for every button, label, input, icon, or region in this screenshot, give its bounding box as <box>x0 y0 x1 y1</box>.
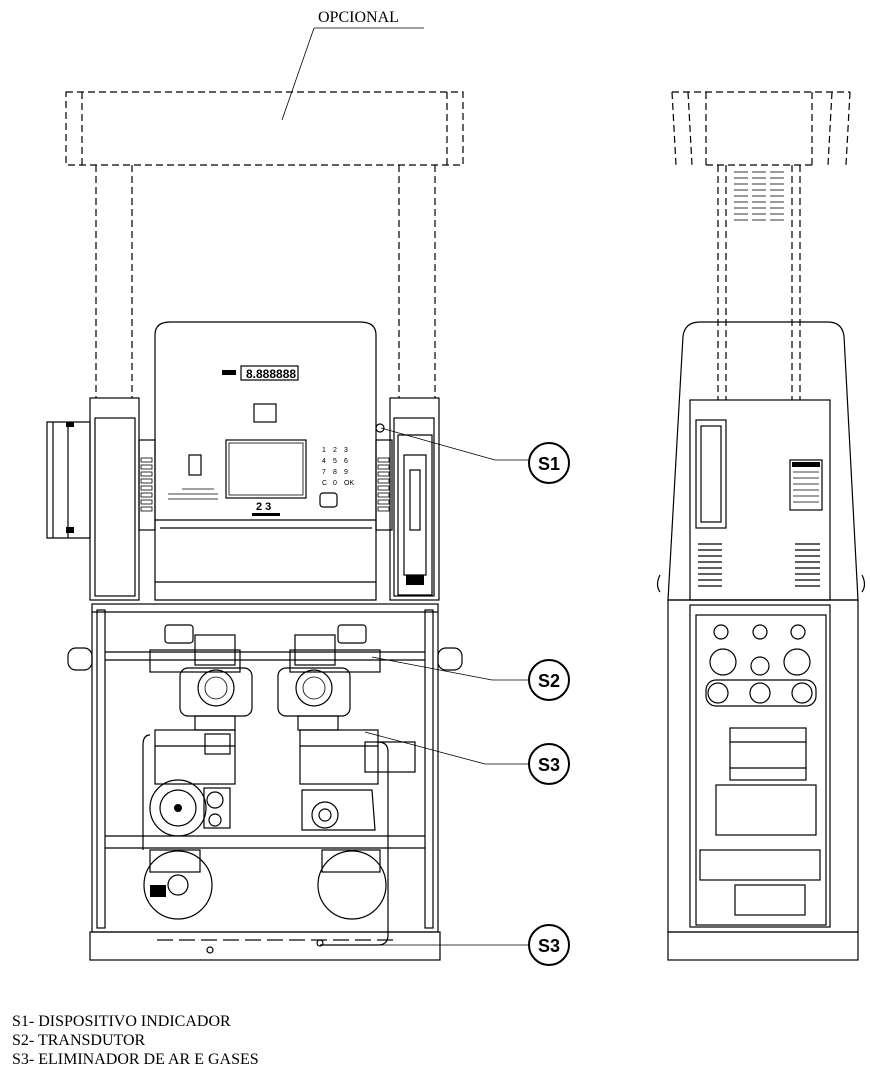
optional-label: OPCIONAL <box>318 9 399 26</box>
transducers <box>149 624 381 731</box>
callout-s2-label: S2 <box>538 671 560 691</box>
callout-s3-upper: S3 <box>364 731 570 785</box>
keypad-key: OK <box>344 480 354 487</box>
side-view <box>656 91 866 961</box>
keypad-key: 7 <box>322 469 326 476</box>
keypad-key: 2 <box>333 447 337 454</box>
optional-canopy-front <box>65 91 464 398</box>
callout-s3-upper-label: S3 <box>538 755 560 775</box>
legend-item-s3: S3- ELIMINADOR DE AR E GASES <box>12 1051 259 1068</box>
legend-item-s1: S1- DISPOSITIVO INDICADOR <box>12 1013 231 1030</box>
optional-label-group: OPCIONAL <box>281 9 424 121</box>
keypad-key: C <box>322 480 327 487</box>
callout-s1: S1 <box>380 427 570 484</box>
nozzle-numbers: 2 3 <box>256 501 271 513</box>
keypad-key: 0 <box>333 480 337 487</box>
keypad-key: 5 <box>333 458 337 465</box>
legend-item-s2: S2- TRANSDUTOR <box>12 1032 146 1049</box>
callout-s2: S2 <box>371 656 570 701</box>
callout-s1-label: S1 <box>538 454 560 474</box>
keypad-key: 4 <box>322 458 326 465</box>
callout-s3-lower-label: S3 <box>538 936 560 956</box>
right-side-column <box>375 397 440 601</box>
legend: S1- DISPOSITIVO INDICADOR S2- TRANSDUTOR… <box>12 1012 259 1069</box>
hydraulic-frame <box>67 603 463 961</box>
keypad-key: 3 <box>344 447 348 454</box>
callout-s3-lower: S3 <box>320 924 570 966</box>
keypad-key: 6 <box>344 458 348 465</box>
keypad-key: 9 <box>344 469 348 476</box>
keypad-key: 8 <box>333 469 337 476</box>
pump-units <box>142 729 416 946</box>
optional-canopy-side <box>671 91 851 400</box>
left-side-column <box>46 397 156 601</box>
price-display: 8.888888 <box>246 367 296 381</box>
keypad-key: 1 <box>322 447 326 454</box>
